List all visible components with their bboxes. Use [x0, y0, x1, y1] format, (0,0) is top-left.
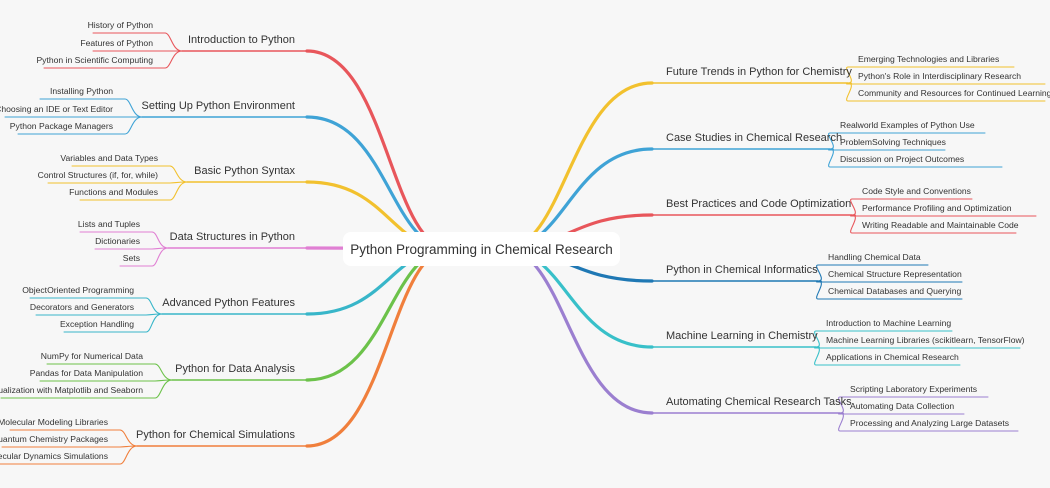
- leaf-connector: [151, 247, 169, 267]
- leaf-connector: [850, 198, 856, 216]
- branch-topic[interactable]: Python for Data Analysis: [175, 363, 295, 375]
- branch-topic[interactable]: Machine Learning in Chemistry: [666, 330, 818, 342]
- leaf-connector: [828, 148, 834, 168]
- leaf-connector: [154, 379, 173, 399]
- leaf-topic[interactable]: Writing Readable and Maintainable Code: [862, 220, 1019, 230]
- leaf-topic[interactable]: Python Package Managers: [9, 121, 113, 131]
- leaf-topic[interactable]: Functions and Modules: [69, 187, 158, 197]
- branch-connector: [503, 81, 654, 251]
- leaf-topic[interactable]: Performance Profiling and Optimization: [862, 203, 1012, 213]
- leaf-connector: [145, 313, 163, 333]
- leaf-connector: [169, 181, 188, 201]
- leaf-connector: [850, 214, 856, 234]
- leaf-topic[interactable]: Variables and Data Types: [60, 153, 158, 163]
- leaf-topic[interactable]: Community and Resources for Continued Le…: [858, 88, 1050, 98]
- leaf-topic[interactable]: History of Python: [87, 20, 153, 30]
- leaf-topic[interactable]: Python in Scientific Computing: [36, 55, 153, 65]
- leaf-topic[interactable]: Visualization with Matplotlib and Seabor…: [0, 385, 143, 395]
- leaf-topic[interactable]: Chemical Databases and Querying: [828, 286, 962, 296]
- branch-topic[interactable]: Case Studies in Chemical Research: [666, 132, 843, 144]
- branch-topic[interactable]: Introduction to Python: [187, 34, 295, 46]
- leaf-topic[interactable]: Introduction to Machine Learning: [826, 318, 952, 328]
- branch-topic[interactable]: Python for Chemical Simulations: [136, 429, 295, 441]
- leaf-connector: [816, 280, 822, 300]
- branch-connector: [305, 247, 452, 448]
- branch-topic[interactable]: Advanced Python Features: [162, 297, 295, 309]
- leaf-topic[interactable]: Control Structures (if, for, while): [37, 170, 158, 180]
- leaf-topic[interactable]: Machine Learning Libraries (scikitlearn,…: [826, 335, 1025, 345]
- leaf-topic[interactable]: Realworld Examples of Python Use: [840, 120, 975, 130]
- branch-topic[interactable]: Python in Chemical Informatics: [666, 264, 818, 276]
- leaf-connector: [151, 231, 169, 249]
- leaf-topic[interactable]: Applications in Chemical Research: [826, 352, 959, 362]
- leaf-topic[interactable]: Exception Handling: [59, 319, 134, 329]
- leaf-connector: [846, 82, 852, 102]
- branch-topic[interactable]: Automating Chemical Research Tasks: [666, 396, 852, 408]
- leaf-topic[interactable]: Molecular Modeling Libraries: [0, 417, 108, 427]
- leaf-topic[interactable]: NumPy for Numerical Data: [40, 351, 143, 361]
- leaf-topic[interactable]: Installing Python: [49, 86, 113, 96]
- leaf-topic[interactable]: Sets: [122, 253, 140, 263]
- leaf-topic[interactable]: Decorators and Generators: [29, 302, 134, 312]
- branch-topic[interactable]: Future Trends in Python for Chemistry: [666, 66, 852, 78]
- leaf-topic[interactable]: ObjectOriented Programming: [22, 285, 134, 295]
- branch-connector: [305, 247, 452, 382]
- branch-topic[interactable]: Data Structures in Python: [169, 231, 295, 243]
- leaf-topic[interactable]: Choosing an IDE or Text Editor: [0, 104, 113, 114]
- leaf-topic[interactable]: Pandas for Data Manipulation: [29, 368, 143, 378]
- leaf-topic[interactable]: Discussion on Project Outcomes: [840, 154, 965, 164]
- branch-topic[interactable]: Best Practices and Code Optimization: [666, 198, 852, 210]
- leaf-connector: [119, 429, 138, 447]
- leaf-topic[interactable]: Processing and Analyzing Large Datasets: [850, 418, 1010, 428]
- leaf-connector: [838, 412, 844, 432]
- leaf-topic[interactable]: Dictionaries: [95, 236, 140, 246]
- leaf-connector: [124, 98, 143, 118]
- leaf-topic[interactable]: Molecular Dynamics Simulations: [0, 451, 108, 461]
- leaf-topic[interactable]: Scripting Laboratory Experiments: [850, 384, 978, 394]
- root-topic[interactable]: Python Programming in Chemical Research: [343, 232, 620, 266]
- leaf-topic[interactable]: Features of Python: [80, 38, 153, 48]
- leaf-connector: [154, 363, 173, 381]
- leaf-connector: [164, 32, 183, 52]
- leaf-connector: [145, 297, 163, 315]
- leaf-topic[interactable]: Handling Chemical Data: [828, 252, 921, 262]
- leaf-topic[interactable]: Lists and Tuples: [77, 219, 140, 229]
- leaf-connector: [164, 50, 183, 69]
- branch-connector: [305, 49, 452, 251]
- leaf-connector: [814, 346, 820, 366]
- leaf-topic[interactable]: Code Style and Conventions: [862, 186, 971, 196]
- leaf-topic[interactable]: Emerging Technologies and Libraries: [858, 54, 1000, 64]
- root-topic-label: Python Programming in Chemical Research: [350, 241, 613, 257]
- leaf-topic[interactable]: Automating Data Collection: [850, 401, 955, 411]
- leaf-topic[interactable]: Python's Role in Interdisciplinary Resea…: [858, 71, 1022, 81]
- leaf-topic[interactable]: Quantum Chemistry Packages: [0, 434, 108, 444]
- leaf-topic[interactable]: ProblemSolving Techniques: [840, 137, 946, 147]
- leaf-connector: [124, 116, 143, 135]
- branch-topic[interactable]: Basic Python Syntax: [194, 165, 295, 177]
- branch-topic[interactable]: Setting Up Python Environment: [141, 100, 295, 112]
- leaf-connector: [119, 445, 138, 465]
- leaf-topic[interactable]: Chemical Structure Representation: [828, 269, 962, 279]
- branch-connector: [503, 247, 654, 415]
- leaf-connector: [169, 165, 188, 183]
